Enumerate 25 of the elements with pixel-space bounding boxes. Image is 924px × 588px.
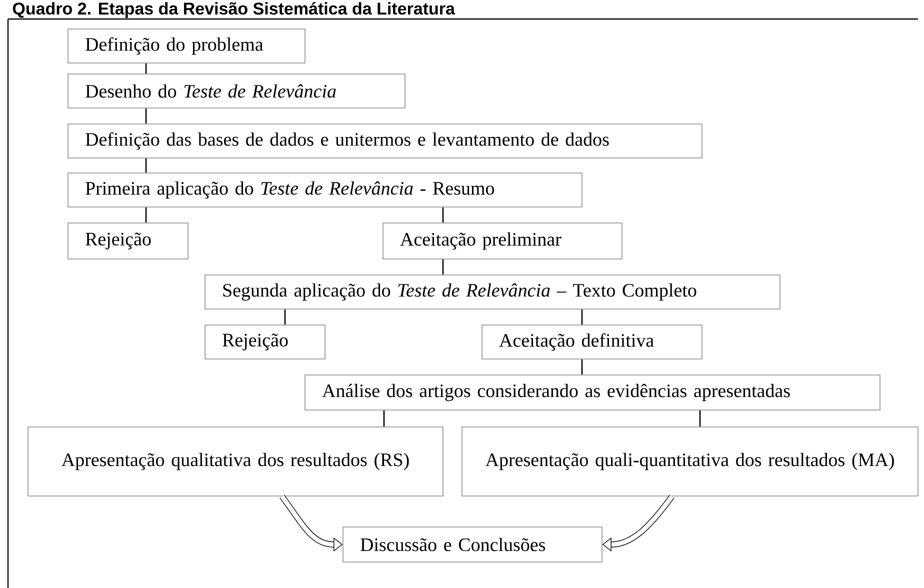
step-box: Rejeição [68,222,188,260]
connector-line [442,207,444,223]
connector-line [284,309,286,325]
step-box: Aceitação definitiva [482,324,702,360]
title: Quadro 2. Etapas da Revisão Sistemática da Literatura [12,2,456,18]
connector-line [581,309,583,325]
connector-line [442,259,444,275]
step-box: Apresentação qualitativa dos resultados (RS) [28,426,444,496]
step-box: Segunda aplicação do Teste de Relevância – Texto Completo [204,274,780,310]
step-box: Aceitação preliminar [382,222,622,260]
connector-line [145,207,147,223]
connector-line [699,410,701,427]
step-box: Análise dos artigos considerando as evidências apresentadas [304,374,880,410]
step-box: Rejeição [204,324,326,360]
step-box: Desenho do Teste de Relevância [68,74,406,108]
connector-line [145,158,147,173]
step-box: Apresentação quali-quantitativa dos resultados (MA) [462,426,918,496]
connector-line [145,108,147,124]
connector-line [383,410,385,427]
connector-line [581,359,583,375]
step-box: Definição do problema [68,28,306,64]
step-box: Definição das bases de dados e unitermos e levantamento de dados [68,124,702,158]
step-box: Primeira aplicação do Teste de Relevância - Resumo [68,172,582,208]
connector-line [145,63,147,74]
step-box: Discussão e Conclusões [342,526,602,562]
